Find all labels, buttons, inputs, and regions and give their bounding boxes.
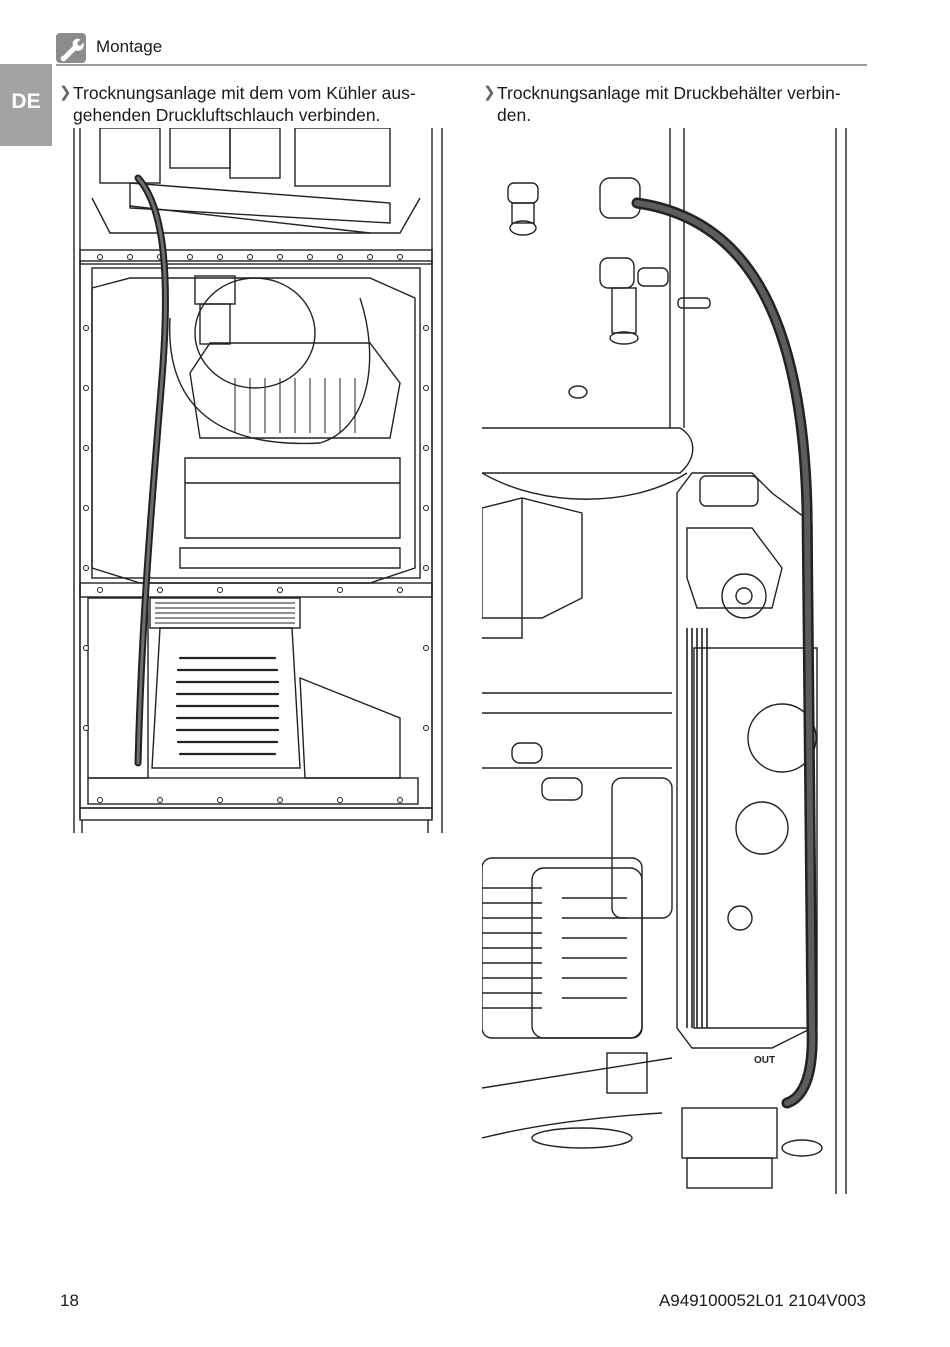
wrench-icon <box>56 33 86 63</box>
language-label: DE <box>11 90 41 113</box>
figure-dryer-pressure-vessel: OUT <box>482 128 850 1194</box>
instruction-right: ❯ Trocknungsanlage mit Druckbehälter ver… <box>483 82 857 126</box>
instruction-left-line-2: gehenden Druckluftschlauch verbinden. <box>73 105 381 125</box>
section-title: Montage <box>96 37 163 56</box>
out-label: OUT <box>754 1055 775 1066</box>
instruction-left-line-1: Trocknungsanlage mit dem vom Kühler aus- <box>73 83 416 103</box>
figure-compressor-cabinet <box>70 128 446 838</box>
instruction-right-line-2: den. <box>497 105 532 125</box>
instruction-left: ❯ Trocknungsanlage mit dem vom Kühler au… <box>59 82 433 126</box>
language-tab: DE <box>0 64 52 146</box>
chevron-right-icon: ❯ <box>59 84 72 101</box>
header-divider <box>56 64 867 66</box>
chevron-right-icon: ❯ <box>483 84 496 101</box>
document-code: A949100052L01 2104V003 <box>658 1291 866 1310</box>
instruction-right-line-1: Trocknungsanlage mit Druckbehälter verbi… <box>497 83 841 103</box>
page-number: 18 <box>60 1291 79 1310</box>
